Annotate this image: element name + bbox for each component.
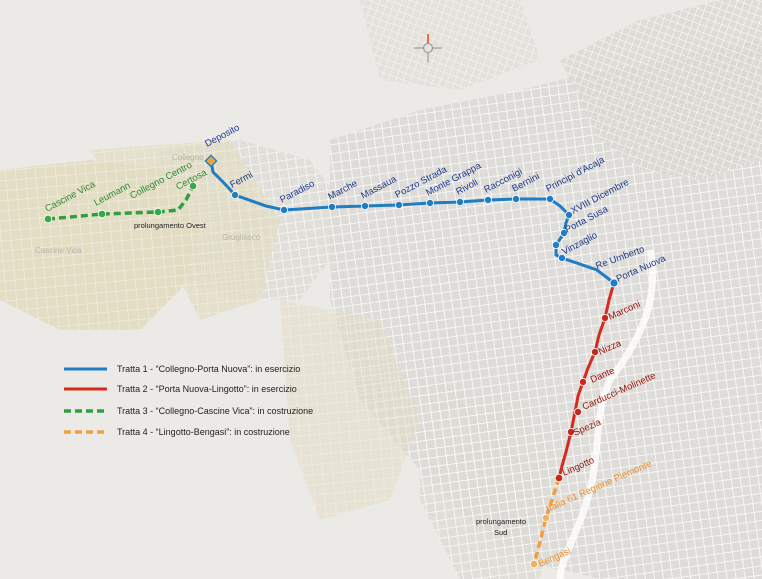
annotation-prolungamento-ovest: prolungamento Ovest <box>134 221 207 230</box>
legend-label-tratta-4: Tratta 4 - “Lingotto-Bengasi”: in costru… <box>117 427 290 437</box>
area-label-collegno: Collegno <box>172 153 204 162</box>
line-4-route <box>532 477 561 565</box>
area-label-grugliasco: Grugliasco <box>222 233 261 242</box>
compass-icon <box>414 34 442 62</box>
area-label-cascine-vica: Cascine Vica <box>35 246 82 255</box>
legend-item-tratta-3: Tratta 3 - “Collegno-Cascine Vica”: in c… <box>64 406 313 416</box>
legend-item-tratta-2: Tratta 2 - “Porta Nuova-Lingotto”: in es… <box>64 384 297 394</box>
annotation-prolungamento-sud: prolungamento <box>476 517 526 526</box>
legend-label-tratta-2: Tratta 2 - “Porta Nuova-Lingotto”: in es… <box>117 384 297 394</box>
legend-label-tratta-1: Tratta 1 - “Collegno-Porta Nuova”: in es… <box>117 364 300 374</box>
legend-item-tratta-4: Tratta 4 - “Lingotto-Bengasi”: in costru… <box>64 427 290 437</box>
line-3-route <box>47 185 195 221</box>
annotation-sud: Sud <box>494 528 507 537</box>
legend-item-tratta-1: Tratta 1 - “Collegno-Porta Nuova”: in es… <box>64 364 300 374</box>
legend-label-tratta-3: Tratta 3 - “Collegno-Cascine Vica”: in c… <box>117 406 313 416</box>
river <box>556 249 657 579</box>
legend: Tratta 1 - “Collegno-Porta Nuova”: in es… <box>64 364 313 437</box>
